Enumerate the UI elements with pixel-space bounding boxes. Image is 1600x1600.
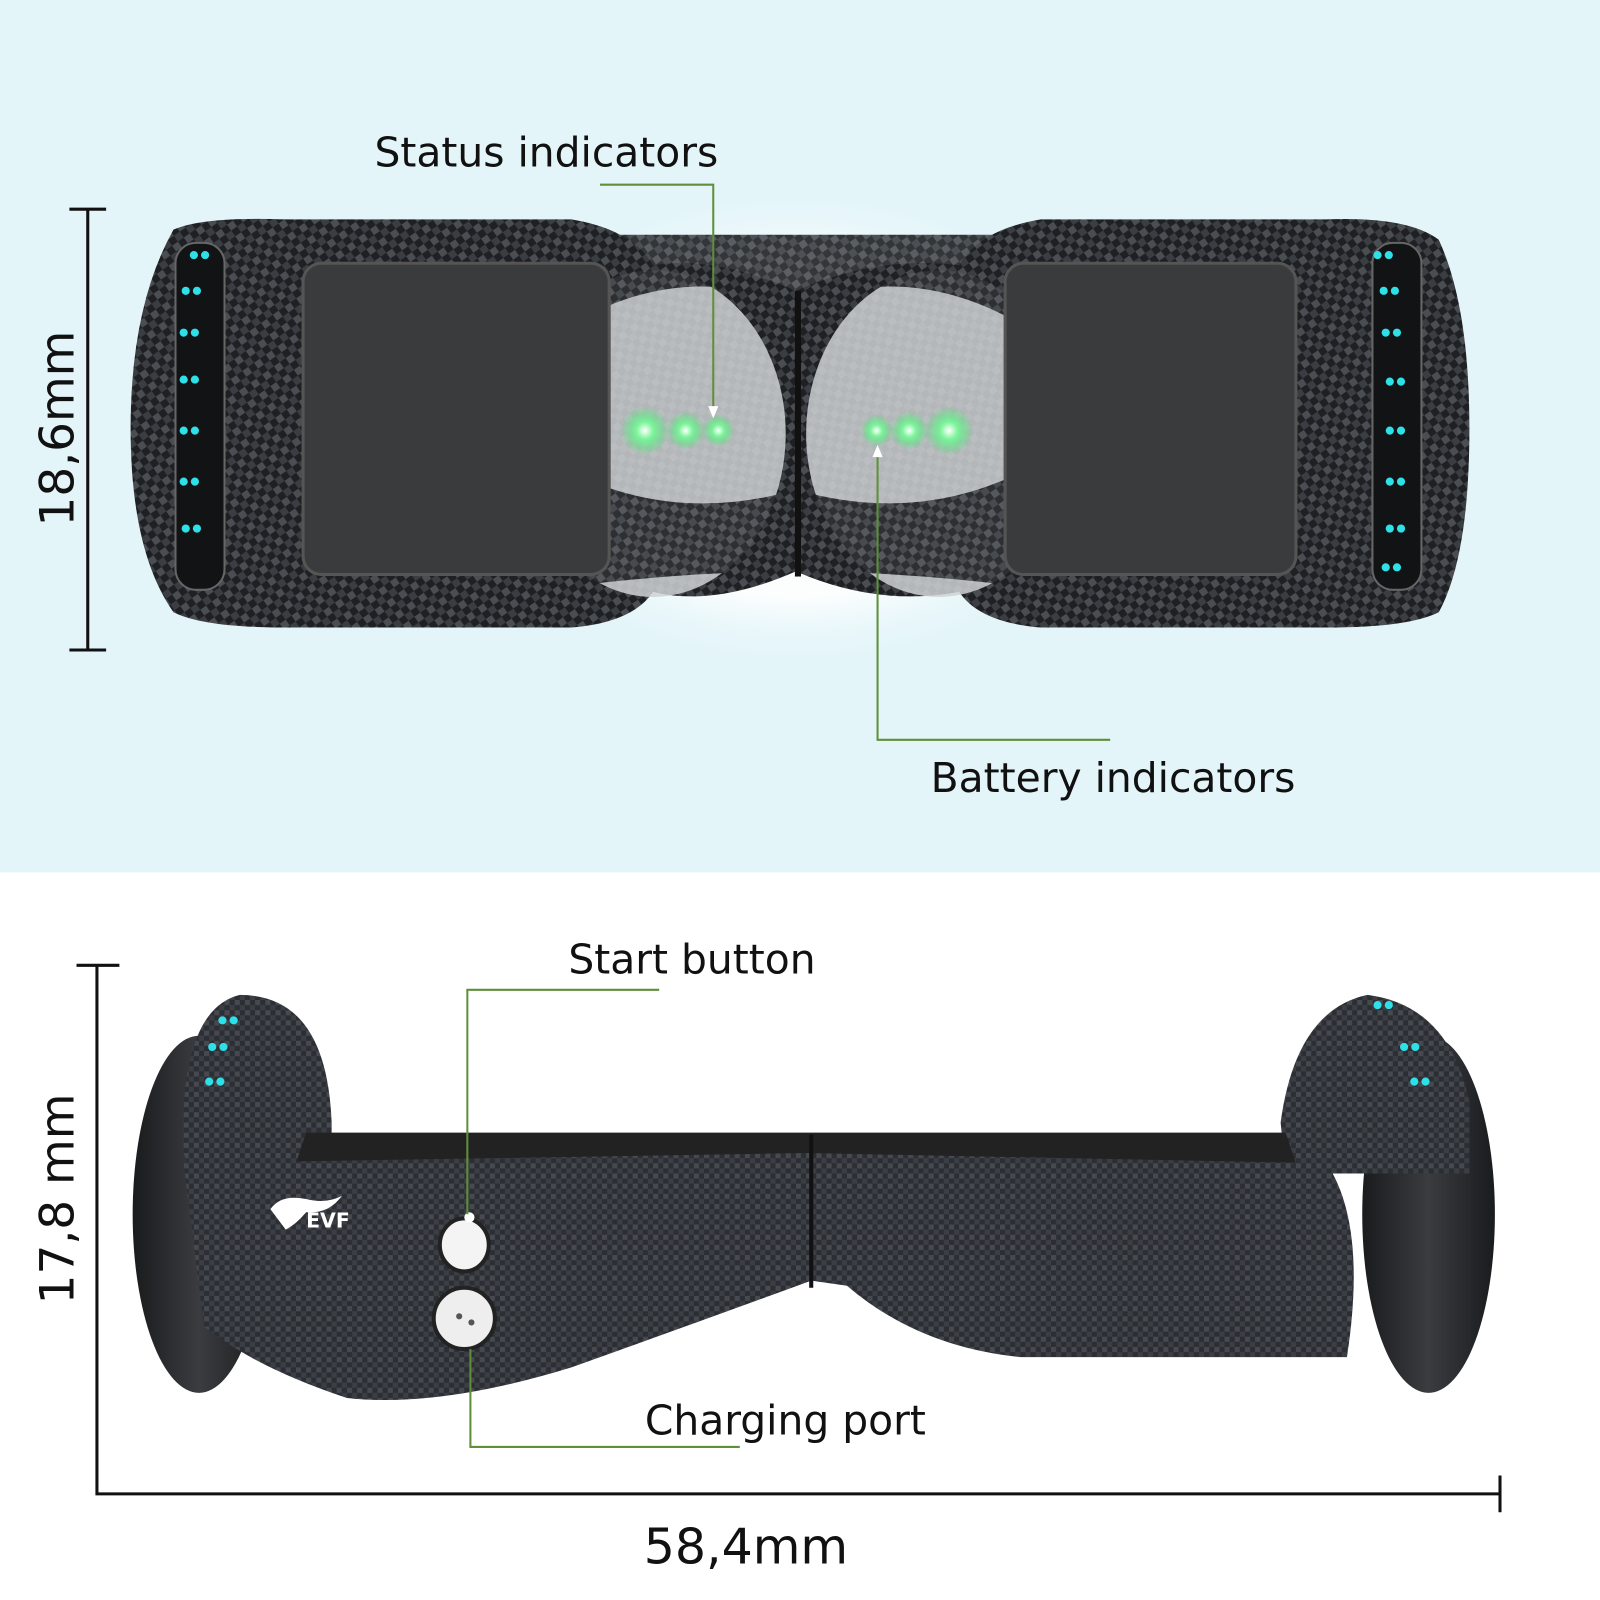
battery-arrow-icon xyxy=(872,444,883,458)
wheel-led-dot xyxy=(1373,1001,1382,1010)
status-leader-line xyxy=(600,183,715,409)
center-seam-side xyxy=(809,1134,814,1288)
wheel-led-dot xyxy=(1381,563,1390,572)
height-length-dimension-bracket xyxy=(76,963,1502,1513)
wheel-led-dot xyxy=(1421,1077,1430,1086)
status-led xyxy=(666,411,706,450)
wheel-led-dot xyxy=(1385,524,1394,533)
charging-leader-line xyxy=(469,1348,740,1448)
wheel-led-dot xyxy=(181,524,190,533)
evf-logo: EVF xyxy=(270,1195,350,1233)
battery-led xyxy=(889,411,929,450)
wheel-led-dot xyxy=(1396,477,1406,486)
wheel-led-dot xyxy=(1390,286,1399,295)
wheel-led-dot xyxy=(190,477,199,486)
status-led xyxy=(702,414,735,447)
start-leader-line xyxy=(466,988,660,1215)
center-seam xyxy=(794,290,802,577)
start-button xyxy=(437,1216,491,1274)
wheel-led-dot xyxy=(201,251,210,260)
battery-led xyxy=(924,406,974,456)
status-led-group xyxy=(620,406,735,456)
wheel-led-dot xyxy=(219,1042,228,1052)
height-dimension-label: 17,8 mm xyxy=(30,1094,85,1305)
right-wheel-leds xyxy=(1373,251,1406,572)
wheel-led-dot xyxy=(190,426,199,435)
battery-led xyxy=(860,414,893,447)
wheel-led-dot xyxy=(1392,563,1402,572)
wheel-led-dot xyxy=(192,286,202,295)
wheel-led-dot xyxy=(205,1077,214,1086)
wheel-led-dot xyxy=(1384,1001,1393,1010)
status-arrow-icon xyxy=(708,406,719,419)
length-dimension-label: 58,4mm xyxy=(644,1518,848,1575)
wheel-led-dot xyxy=(1411,1042,1420,1052)
left-fender-leds xyxy=(205,1016,238,1086)
right-wheel-led-bar xyxy=(1371,241,1423,591)
wheel-led-dot xyxy=(1385,377,1394,386)
width-dimension-label: 18,6mm xyxy=(30,331,85,527)
wheel-led-dot xyxy=(1396,426,1406,435)
logo-text: EVF xyxy=(306,1209,350,1233)
wheel-led-dot xyxy=(179,426,188,435)
wheel-led-dot xyxy=(1392,328,1402,337)
start-button-marker xyxy=(464,1212,475,1223)
wheel-led-dot xyxy=(190,375,199,384)
wheel-led-dot xyxy=(179,477,188,486)
wheel-led-dot xyxy=(229,1016,238,1025)
charging-port-label: Charging port xyxy=(645,1397,926,1445)
wheel-led-dot xyxy=(179,328,188,337)
left-wheel-led-bar xyxy=(174,241,226,591)
wheel-led-dot xyxy=(190,328,199,337)
wheel-led-dot xyxy=(1384,251,1393,260)
wheel-led-dot xyxy=(1373,251,1382,260)
wheel-led-dot xyxy=(192,524,202,533)
hoverboard-side-view: EVF xyxy=(132,994,1495,1400)
wheel-led-dot xyxy=(1385,426,1394,435)
charging-port xyxy=(431,1285,497,1352)
wheel-led-dot xyxy=(189,251,198,260)
battery-indicators-label: Battery indicators xyxy=(931,754,1296,802)
wheel-led-dot xyxy=(216,1077,225,1086)
width-dimension-bracket xyxy=(69,207,107,652)
right-fender xyxy=(1280,994,1470,1174)
left-wheel-leds xyxy=(179,251,210,533)
battery-led-group xyxy=(860,406,974,456)
start-button-label: Start button xyxy=(568,935,815,983)
status-indicators-label: Status indicators xyxy=(374,128,718,176)
left-footpad xyxy=(301,261,611,577)
wheel-led-dot xyxy=(1381,328,1390,337)
wheel-led-dot xyxy=(1396,377,1406,386)
hoverboard-top-view xyxy=(130,188,1470,669)
battery-leader-line xyxy=(876,455,1111,741)
wheel-led-dot xyxy=(1396,524,1406,533)
horse-logo-icon xyxy=(270,1195,342,1230)
right-footpad xyxy=(1003,261,1298,577)
wheel-led-dot xyxy=(208,1042,217,1052)
wheel-led-dot xyxy=(1400,1042,1409,1052)
left-fender xyxy=(183,994,332,1184)
wheel-led-dot xyxy=(1379,286,1388,295)
wheel-led-dot xyxy=(181,286,190,295)
wheel-led-dot xyxy=(1385,477,1394,486)
wheel-led-dot xyxy=(179,375,188,384)
right-fender-leds xyxy=(1373,1001,1430,1086)
wheel-led-dot xyxy=(218,1016,227,1025)
status-led xyxy=(620,406,670,456)
deck-top xyxy=(295,1132,1296,1164)
wheel-led-dot xyxy=(1410,1077,1419,1086)
